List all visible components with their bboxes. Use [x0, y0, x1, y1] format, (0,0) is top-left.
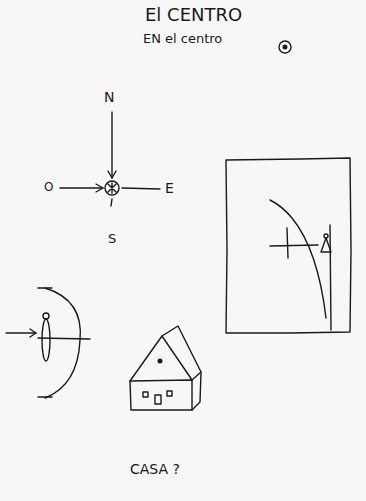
compass-south: S	[108, 232, 116, 246]
compass-west: O	[44, 181, 53, 194]
subtitle-note: EN el centro	[143, 32, 222, 46]
compass-north: N	[104, 90, 114, 105]
sketch-title: El CENTRO	[145, 5, 242, 25]
compass-east: E	[165, 181, 174, 196]
house-label: CASA ?	[130, 462, 180, 477]
